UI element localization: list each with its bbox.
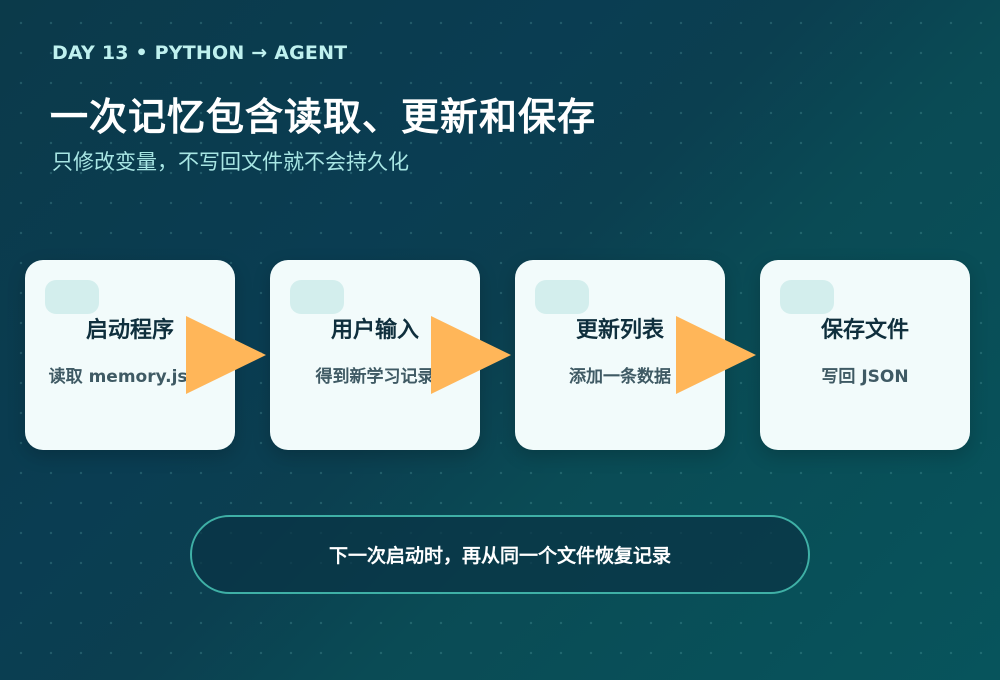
series-label: DAY 13 • PYTHON → AGENT [52, 42, 348, 64]
flow-arrow-icon [186, 316, 266, 394]
step-description: 读取 memory.json [48, 367, 212, 387]
step-title: 更新列表 [575, 318, 664, 343]
page-subtitle: 只修改变量，不写回文件就不会持久化 [52, 150, 409, 174]
step-description: 添加一条数据 [569, 367, 671, 387]
step-description: 写回 JSON [821, 367, 909, 387]
step-title: 用户输入 [330, 318, 419, 343]
step-card-save-file: 保存文件 写回 JSON [760, 260, 970, 450]
flow-arrow-icon [431, 316, 511, 394]
persistence-note-box: 下一次启动时，再从同一个文件恢复记录 [190, 515, 810, 594]
step-badge [780, 280, 834, 314]
step-badge [45, 280, 99, 314]
page-title: 一次记忆包含读取、更新和保存 [50, 95, 597, 139]
step-badge [290, 280, 344, 314]
flow-arrow-icon [676, 316, 756, 394]
persistence-note-text: 下一次启动时，再从同一个文件恢复记录 [328, 545, 671, 567]
step-badge [535, 280, 589, 314]
step-description: 得到新学习记录 [315, 367, 435, 387]
step-title: 保存文件 [820, 318, 909, 343]
step-title: 启动程序 [85, 318, 174, 343]
